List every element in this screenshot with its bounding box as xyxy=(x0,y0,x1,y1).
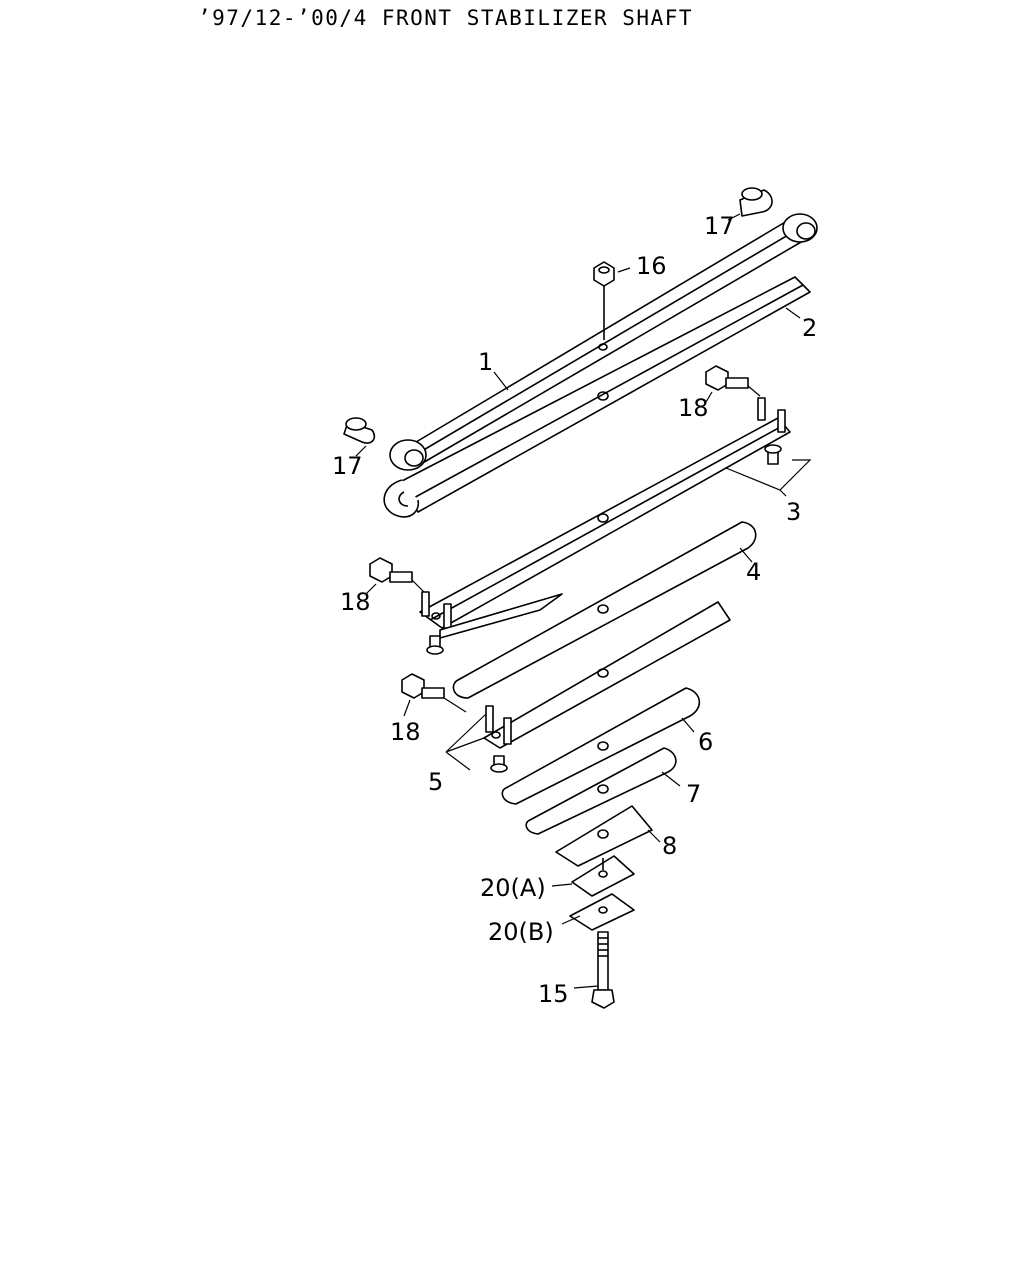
clip-bolt-middle xyxy=(369,557,425,593)
callout-18-upper: 18 xyxy=(678,394,709,422)
leaf-spring-fourth-leaf xyxy=(452,521,757,699)
center-bolt-nut xyxy=(593,261,615,340)
leader-lines xyxy=(355,213,812,989)
bushing-rear xyxy=(739,187,773,217)
callout-17-rear: 17 xyxy=(704,212,735,240)
shim-b xyxy=(569,893,635,931)
callout-16: 16 xyxy=(636,252,667,280)
callout-4: 4 xyxy=(746,558,761,586)
callout-5: 5 xyxy=(428,768,443,796)
leaf-spring-sixth-leaf xyxy=(501,687,701,805)
center-bolt xyxy=(591,931,615,1009)
callout-20b: 20(B) xyxy=(488,918,554,946)
callout-1: 1 xyxy=(478,348,493,376)
callout-18-middle: 18 xyxy=(340,588,371,616)
bushing-front xyxy=(343,417,376,444)
callout-17-front: 17 xyxy=(332,452,363,480)
callout-15: 15 xyxy=(538,980,569,1008)
page-title: ’97/12-’00/4 FRONT STABILIZER SHAFT xyxy=(198,6,694,30)
clip-bolt-upper xyxy=(705,365,761,397)
clip-bolt-lower xyxy=(401,673,467,713)
callout-8: 8 xyxy=(662,832,677,860)
shim-a xyxy=(571,855,635,897)
callout-3: 3 xyxy=(786,498,801,526)
leaf-spring-seventh-leaf xyxy=(525,747,677,835)
clip-rivet-right xyxy=(764,444,782,465)
callout-18-lower: 18 xyxy=(390,718,421,746)
leaf-spring-main-leaf xyxy=(389,213,818,471)
clip-rivet-lower xyxy=(490,755,508,773)
leaf-spring-second-leaf xyxy=(383,276,811,518)
callout-2: 2 xyxy=(802,314,817,342)
callout-20a: 20(A) xyxy=(480,874,546,902)
callout-7: 7 xyxy=(686,780,701,808)
callout-6: 6 xyxy=(698,728,713,756)
clip-rivet-left xyxy=(426,635,444,655)
spacer-plate xyxy=(555,805,653,867)
leaf-spring-fifth-leaf xyxy=(483,601,731,749)
